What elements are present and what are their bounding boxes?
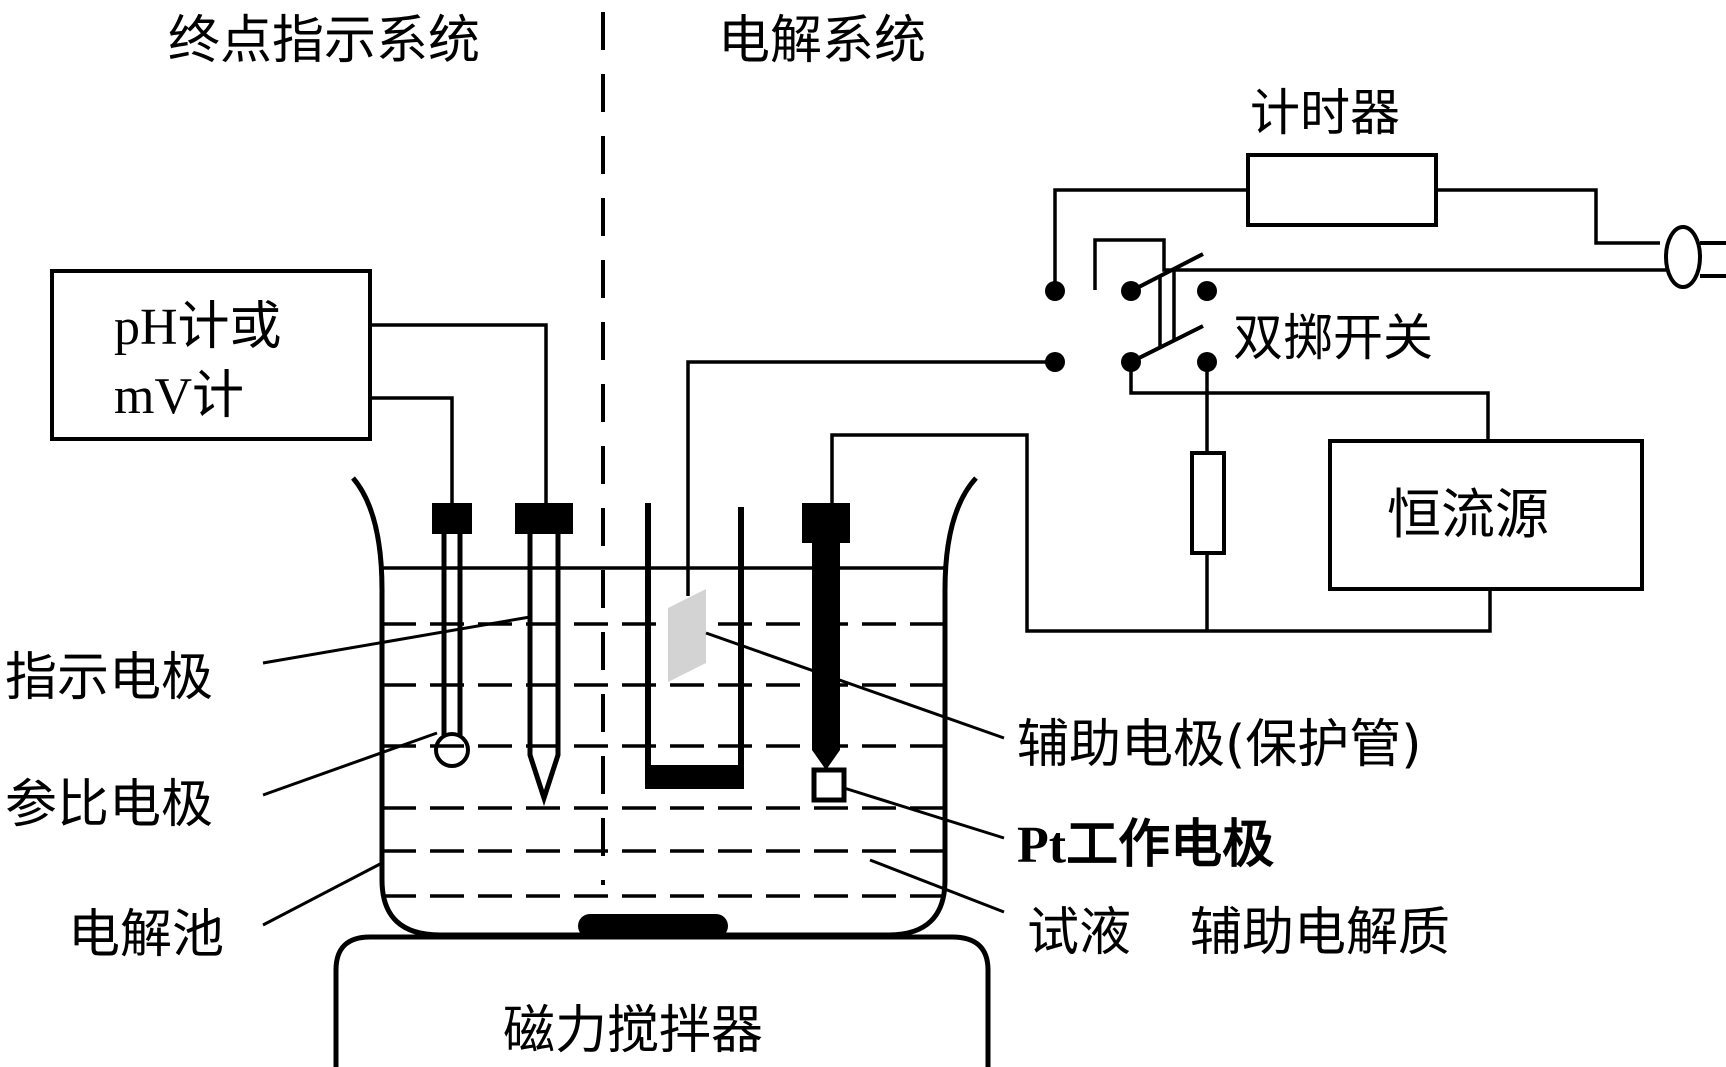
label-indicator-electrode: 指示电极 <box>5 648 213 708</box>
wire-source-pt-electrode <box>830 433 1492 633</box>
leader-pt-electrode <box>843 786 1005 840</box>
label-reference-electrode: 参比电极 <box>5 775 213 835</box>
switch-terminal <box>1045 281 1065 301</box>
meter-label-line1: pH计或 <box>114 299 282 356</box>
stir-bar <box>578 914 728 938</box>
power-plug-icon <box>1664 225 1726 289</box>
leader-reference-electrode <box>262 731 438 797</box>
constant-current-source-label: 恒流源 <box>1387 483 1549 546</box>
meter-label-line2: mV计 <box>114 368 244 425</box>
timer-box <box>1246 153 1438 227</box>
switch-terminal <box>1197 281 1217 301</box>
leader-auxiliary-electrode <box>705 631 1005 740</box>
auxiliary-electrode-plate <box>668 589 706 682</box>
label-electrolytic-cell: 电解池 <box>68 905 224 965</box>
label-test-solution: 试液 <box>1027 903 1131 963</box>
wire-timer-left <box>1053 188 1248 290</box>
wire-switch-source <box>1129 362 1490 441</box>
leader-electrolytic-cell <box>262 861 383 927</box>
switch-blade <box>1130 324 1204 364</box>
meter-box <box>50 269 372 441</box>
wire-plug-switch <box>1093 238 1668 290</box>
magnetic-stirrer-body <box>333 934 991 1067</box>
indicator-electrode <box>515 503 573 807</box>
timer-label: 计时器 <box>1250 84 1400 142</box>
section-title-endpoint: 终点指示系统 <box>168 11 480 71</box>
label-auxiliary-electrolyte: 辅助电解质 <box>1190 903 1450 963</box>
wire-timer-right <box>1436 188 1660 245</box>
label-pt-working-electrode: Pt工作电极 <box>1017 816 1274 874</box>
reference-electrode <box>432 503 472 768</box>
leader-indicator-electrode <box>262 615 531 665</box>
switch-blade <box>1130 252 1204 293</box>
auxiliary-electrode-tube <box>645 503 744 789</box>
resistor-icon <box>1190 451 1226 555</box>
pt-working-electrode <box>802 503 850 803</box>
constant-current-source-box <box>1328 439 1644 591</box>
section-title-electrolysis: 电解系统 <box>718 11 926 71</box>
wire-meter-indicator <box>370 323 548 506</box>
leader-test-solution <box>869 858 1005 914</box>
switch-label: 双掷开关 <box>1233 309 1433 367</box>
wire-meter-reference <box>370 396 454 506</box>
label-auxiliary-electrode: 辅助电极(保护管) <box>1017 715 1422 775</box>
magnetic-stirrer-label: 磁力搅拌器 <box>503 1001 763 1061</box>
wire-switch-auxiliary <box>686 360 1055 596</box>
